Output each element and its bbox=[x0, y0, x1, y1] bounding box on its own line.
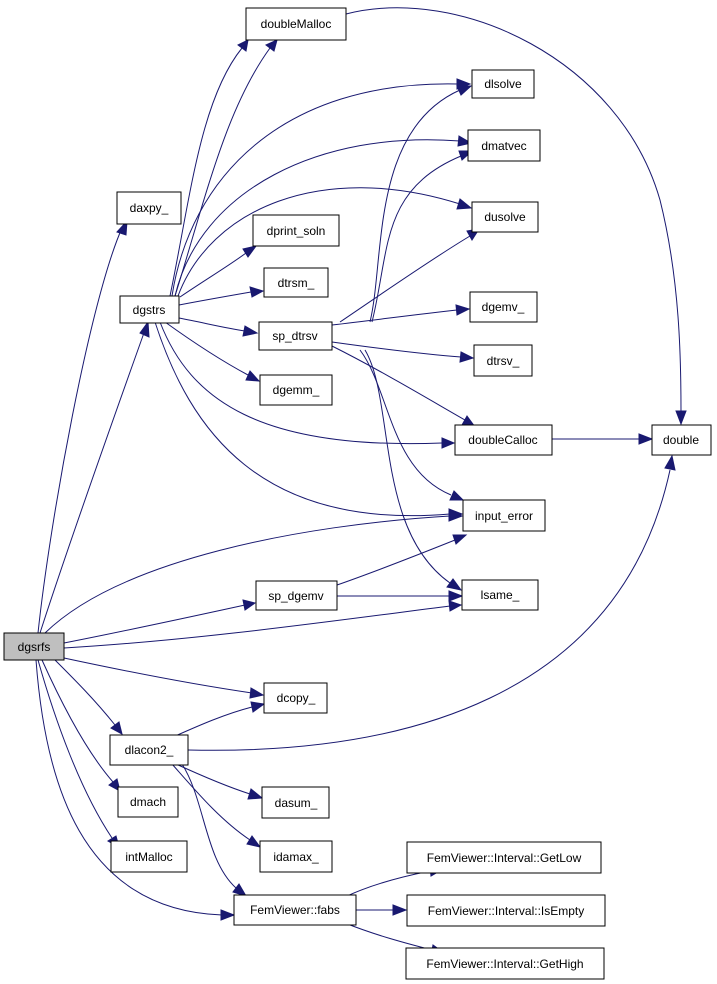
edge-dgsrfs-dgstrs bbox=[39, 320, 150, 634]
node-dasum[interactable]: dasum_ bbox=[261, 786, 330, 819]
node-idamax[interactable]: idamax_ bbox=[259, 840, 333, 873]
node-dlacon2[interactable]: dlacon2_ bbox=[109, 734, 189, 766]
node-dgemv[interactable]: dgemv_ bbox=[469, 291, 538, 323]
edge-sp_dtrsv-lsame bbox=[364, 349, 463, 591]
svg-text:FemViewer::fabs: FemViewer::fabs bbox=[250, 903, 340, 917]
edge-sp_dgemv-lsame bbox=[336, 590, 464, 602]
node-dgstrs[interactable]: dgstrs bbox=[119, 295, 180, 324]
edge-doubleCalloc-double bbox=[552, 433, 654, 445]
node-dgsrfs[interactable]: dgsrfs bbox=[3, 632, 65, 661]
edge-sp_dtrsv-input_error bbox=[359, 349, 465, 501]
svg-text:dmatvec: dmatvec bbox=[481, 139, 526, 153]
edge-sp_dgemv-input_error bbox=[336, 534, 468, 586]
edge-dgstrs-dusolve bbox=[177, 187, 473, 297]
svg-text:doubleCalloc: doubleCalloc bbox=[468, 433, 537, 447]
node-dmach[interactable]: dmach bbox=[117, 786, 179, 818]
svg-text:intMalloc: intMalloc bbox=[125, 850, 172, 864]
edge-dgstrs-doubleMalloc-1 bbox=[169, 39, 249, 297]
node-double[interactable]: double bbox=[651, 424, 712, 456]
edge-dgsrfs-fabs bbox=[35, 659, 236, 921]
svg-text:dlacon2_: dlacon2_ bbox=[125, 743, 174, 757]
node-dcopy[interactable]: dcopy_ bbox=[263, 682, 328, 714]
svg-text:dgstrs: dgstrs bbox=[133, 303, 166, 317]
edges bbox=[35, 7, 687, 956]
edge-dlacon2-fabs bbox=[181, 763, 248, 897]
edge-sp_dtrsv-dmatvec bbox=[371, 150, 474, 323]
node-dtrsv[interactable]: dtrsv_ bbox=[473, 344, 533, 377]
node-dprint_soln[interactable]: dprint_soln bbox=[252, 214, 340, 247]
node-dusolve[interactable]: dusolve bbox=[471, 201, 539, 233]
node-sp_dgemv[interactable]: sp_dgemv bbox=[255, 580, 338, 611]
edge-dgstrs-input_error bbox=[154, 321, 464, 520]
node-sp_dtrsv[interactable]: sp_dtrsv bbox=[258, 321, 333, 351]
edge-dgsrfs-dlacon2 bbox=[54, 659, 123, 735]
node-doubleCalloc[interactable]: doubleCalloc bbox=[454, 424, 553, 456]
node-input_error[interactable]: input_error bbox=[462, 499, 546, 532]
edge-dlacon2-dcopy bbox=[172, 701, 266, 738]
edge-dgsrfs-input_error bbox=[44, 510, 464, 634]
node-dtrsm[interactable]: dtrsm_ bbox=[263, 267, 329, 298]
edge-dlacon2-double bbox=[187, 454, 676, 751]
edge-sp_dtrsv-dlsolve bbox=[369, 85, 473, 323]
svg-text:dgemm_: dgemm_ bbox=[273, 383, 320, 397]
svg-text:FemViewer::Interval::GetHigh: FemViewer::Interval::GetHigh bbox=[426, 957, 583, 971]
edge-dgstrs-dprint_soln bbox=[179, 245, 258, 298]
edge-dgsrfs-daxpy bbox=[37, 219, 128, 634]
svg-text:dgsrfs: dgsrfs bbox=[18, 640, 51, 654]
node-getlow[interactable]: FemViewer::Interval::GetLow bbox=[406, 841, 602, 874]
svg-text:sp_dgemv: sp_dgemv bbox=[268, 589, 323, 603]
edge-dgsrfs-dmach bbox=[41, 659, 121, 792]
svg-text:dusolve: dusolve bbox=[484, 210, 526, 224]
svg-text:dcopy_: dcopy_ bbox=[277, 691, 316, 705]
svg-text:doubleMalloc: doubleMalloc bbox=[261, 17, 332, 31]
edge-dgsrfs-lsame bbox=[63, 600, 463, 649]
edge-fabs-isempty bbox=[355, 904, 408, 916]
svg-text:daxpy_: daxpy_ bbox=[130, 201, 169, 215]
svg-text:dasum_: dasum_ bbox=[275, 796, 318, 810]
edge-dgstrs-dtrsm bbox=[178, 286, 265, 306]
edge-sp_dtrsv-doubleCalloc bbox=[331, 345, 477, 428]
edge-dgstrs-sp_dtrsv bbox=[178, 317, 259, 337]
node-doubleMalloc[interactable]: doubleMalloc bbox=[245, 7, 347, 41]
svg-text:lsame_: lsame_ bbox=[481, 588, 520, 602]
svg-text:FemViewer::Interval::GetLow: FemViewer::Interval::GetLow bbox=[427, 851, 582, 865]
edge-dgstrs-dgemm bbox=[164, 321, 261, 382]
edge-sp_dtrsv-dgemv bbox=[331, 304, 471, 326]
edge-dlacon2-idamax bbox=[171, 763, 262, 848]
svg-text:dprint_soln: dprint_soln bbox=[267, 224, 326, 238]
svg-text:sp_dtrsv: sp_dtrsv bbox=[272, 329, 317, 343]
edge-dlacon2-dasum bbox=[175, 763, 264, 800]
svg-text:dmach: dmach bbox=[130, 795, 166, 809]
node-daxpy[interactable]: daxpy_ bbox=[116, 191, 182, 225]
svg-text:input_error: input_error bbox=[475, 509, 533, 523]
edge-dgstrs-dlsolve bbox=[171, 78, 472, 297]
svg-text:double: double bbox=[663, 433, 699, 447]
svg-text:dgemv_: dgemv_ bbox=[482, 300, 525, 314]
edge-sp_dtrsv-dtrsv bbox=[331, 341, 475, 363]
svg-text:dlsolve: dlsolve bbox=[484, 77, 522, 91]
svg-text:idamax_: idamax_ bbox=[273, 850, 319, 864]
edge-dgsrfs-sp_dgemv bbox=[63, 599, 257, 644]
edge-doubleMalloc-double bbox=[345, 7, 687, 426]
node-intMalloc[interactable]: intMalloc bbox=[110, 840, 188, 873]
svg-text:dtrsm_: dtrsm_ bbox=[278, 276, 315, 290]
edge-dgsrfs-dcopy bbox=[63, 657, 265, 699]
node-lsame[interactable]: lsame_ bbox=[461, 579, 539, 611]
node-fabs[interactable]: FemViewer::fabs bbox=[233, 894, 357, 926]
svg-text:dtrsv_: dtrsv_ bbox=[487, 354, 520, 368]
node-dgemm[interactable]: dgemm_ bbox=[259, 374, 333, 406]
nodes: doubleMalloc daxpy_ dgstrs dlsolve dmatv… bbox=[3, 7, 712, 980]
edge-dgstrs-doubleMalloc-2 bbox=[174, 39, 278, 297]
svg-text:FemViewer::Interval::IsEmpty: FemViewer::Interval::IsEmpty bbox=[428, 904, 585, 918]
node-isempty[interactable]: FemViewer::Interval::IsEmpty bbox=[406, 894, 606, 927]
node-gethigh[interactable]: FemViewer::Interval::GetHigh bbox=[405, 947, 605, 980]
node-dmatvec[interactable]: dmatvec bbox=[467, 129, 541, 162]
edge-dgstrs-doubleCalloc bbox=[159, 321, 456, 449]
node-dlsolve[interactable]: dlsolve bbox=[471, 69, 535, 99]
